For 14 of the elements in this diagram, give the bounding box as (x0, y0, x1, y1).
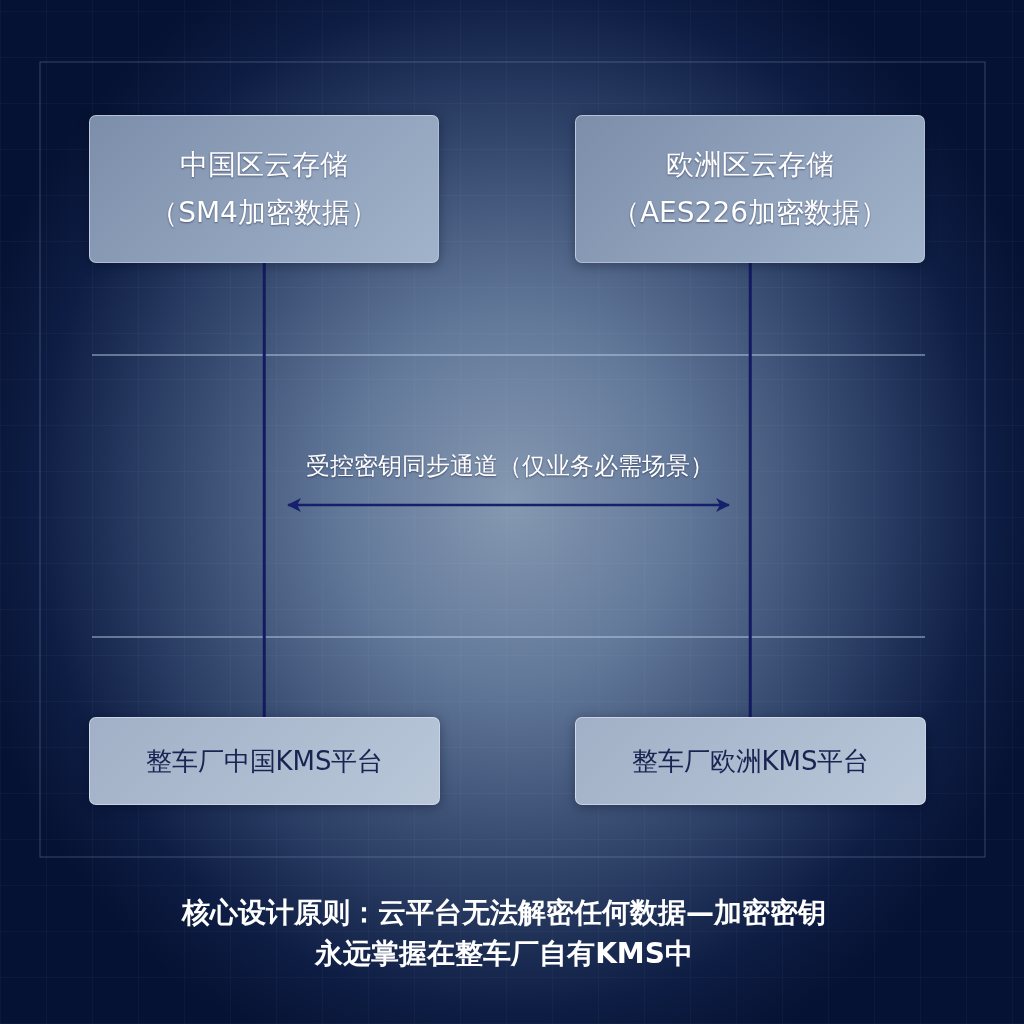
node-label: 整车厂中国KMS平台 (145, 745, 384, 778)
node-subtitle: （SM4加密数据） (150, 195, 378, 231)
connector-line (262, 263, 266, 717)
node-label: 整车厂欧洲KMS平台 (631, 745, 870, 778)
node-title: 欧洲区云存储 (666, 147, 834, 183)
caption: 核心设计原则：云平台无法解密任何数据—加密密钥永远掌握在整车厂自有KMS中 (180, 895, 827, 972)
platform-box (575, 717, 926, 805)
storage-box (575, 115, 925, 263)
storage-box (89, 115, 439, 263)
node-subtitle: （AES226加密数据） (611, 195, 889, 231)
node-title: 中国区云存储 (180, 147, 348, 183)
channel-label: 受控密钥同步通道（仅业务必需场景） (306, 451, 714, 482)
connector-line (748, 263, 752, 717)
platform-box (89, 717, 440, 805)
